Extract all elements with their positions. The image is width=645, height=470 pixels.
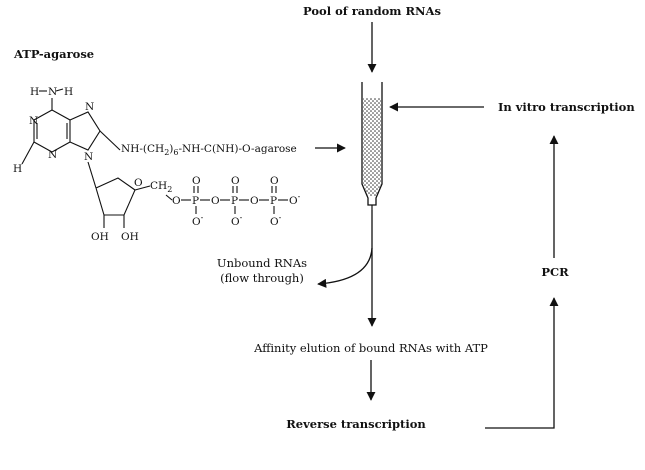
ch2-group: CH2	[150, 180, 172, 194]
amine-n: N	[48, 86, 57, 98]
atp-agarose-label: ATP-agarose	[13, 47, 94, 61]
oh-1: OH	[91, 231, 109, 243]
amine-h-right: H	[64, 86, 73, 98]
arrow-reverse-to-pcr	[485, 297, 559, 429]
p-2: P	[231, 195, 238, 207]
n1: N	[29, 115, 38, 127]
n3: N	[48, 149, 57, 161]
linker-text: NH-(CH2)6-NH-C(NH)-O-agarose	[121, 143, 297, 157]
o-bottom-2: O-	[231, 213, 243, 228]
amine-h-left: H	[30, 86, 39, 98]
n9: N	[84, 151, 93, 163]
p-3: P	[270, 195, 277, 207]
reverse-label: Reverse transcription	[286, 417, 426, 431]
arrow-unbound-flow	[317, 247, 373, 288]
o-link-2: O	[211, 195, 220, 207]
o-link-1: O	[172, 195, 181, 207]
oh-2: OH	[121, 231, 139, 243]
h2: H	[13, 163, 22, 175]
o-terminal: O-	[289, 192, 301, 207]
o-top-2: O	[231, 175, 240, 187]
o-bottom-1: O-	[192, 213, 204, 228]
p-1: P	[192, 195, 199, 207]
n7: N	[85, 101, 94, 113]
in-vitro-label: In vitro transcription	[498, 100, 635, 114]
o-bottom-3: O-	[270, 213, 282, 228]
affinity-label: Affinity elution of bound RNAs with ATP	[253, 341, 488, 355]
ribose-o: O	[134, 177, 143, 189]
pcr-label: PCR	[541, 265, 569, 279]
unbound-label-2: (flow through)	[220, 271, 304, 285]
pool-label: Pool of random RNAs	[303, 4, 441, 18]
o-link-3: O	[250, 195, 259, 207]
atp-structure: H N H N N N N H NH-(CH2)6-NH-C(NH)-O-aga…	[13, 86, 301, 243]
unbound-label-1: Unbound RNAs	[217, 256, 307, 270]
o-top-3: O	[270, 175, 279, 187]
o-top-1: O	[192, 175, 201, 187]
affinity-column	[361, 82, 383, 210]
